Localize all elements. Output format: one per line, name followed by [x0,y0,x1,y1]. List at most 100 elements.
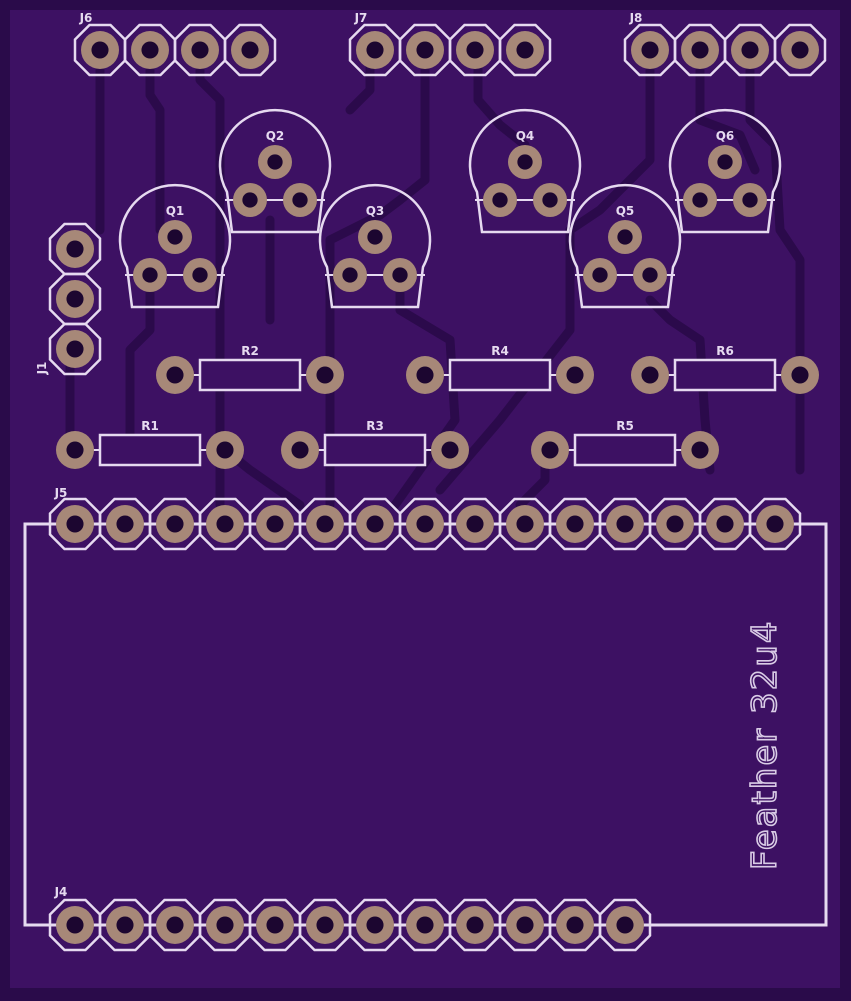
drill-hole [292,192,308,208]
drill-hole [141,41,159,59]
pin-outline [623,23,677,77]
pin-outline [98,898,152,952]
pin-outline [398,898,452,952]
drill-hole [366,41,384,59]
drill-hole [566,916,584,934]
drill-hole [416,41,434,59]
header-label: J5 [54,486,68,500]
drill-hole [541,441,559,459]
transistor-q2: Q2 [218,108,332,234]
resistor-r6: R6 [631,344,819,394]
resistor-r2: R2 [156,344,344,394]
drill-hole [116,916,134,934]
drill-hole [241,41,259,59]
transistor-outline [318,183,432,309]
header-label: J6 [79,11,93,25]
pin-outline [248,898,302,952]
resistor-label: R3 [366,419,384,433]
pin-outline [773,23,827,77]
drill-hole [342,267,358,283]
drill-hole [392,267,408,283]
drill-hole [166,366,184,384]
trace [145,45,165,235]
drill-hole [316,916,334,934]
resistor-body [98,433,202,467]
drill-hole [291,441,309,459]
resistor-r5: R5 [531,419,719,469]
transistor-outline [568,183,682,309]
drill-hole [367,229,383,245]
pin-outline [98,497,152,551]
drill-hole [216,441,234,459]
drill-hole [191,41,209,59]
pin-outline [348,23,402,77]
drill-hole [441,441,459,459]
resistor-label: R6 [716,344,734,358]
drill-hole [316,515,334,533]
drill-hole [617,229,633,245]
resistor-label: R5 [616,419,634,433]
drill-hole [516,41,534,59]
trace [695,45,760,175]
pin-outline [248,497,302,551]
transistor-label: Q6 [716,129,735,143]
pin-outline [398,497,452,551]
trace [745,45,805,475]
drill-hole [267,154,283,170]
pin-outline [223,23,277,77]
drill-hole [66,340,84,358]
pin-outline [498,898,552,952]
drill-hole [66,441,84,459]
drill-hole [166,515,184,533]
transistor-q4: Q4 [468,108,582,234]
drill-hole [516,515,534,533]
header-label: J7 [354,11,368,25]
pin-outline [723,23,777,77]
drill-hole [466,916,484,934]
pin-outline [173,23,227,77]
drill-hole [242,192,258,208]
pin-outline [48,322,102,376]
trace [435,45,655,495]
pin-outline [548,497,602,551]
header-label: J1 [35,362,49,376]
resistor-body [323,433,427,467]
transistor-label: Q5 [616,204,635,218]
drill-hole [791,41,809,59]
pin-outline [748,497,802,551]
pin-outline [73,23,127,77]
drill-hole [192,267,208,283]
drill-hole [517,154,533,170]
drill-hole [791,366,809,384]
pin-outline [598,898,652,952]
drill-hole [66,916,84,934]
pin-outline [198,497,252,551]
pin-outline [148,898,202,952]
drill-hole [642,267,658,283]
pin-outline [298,898,352,952]
drill-hole [691,441,709,459]
pin-outline [298,497,352,551]
resistor-body [673,358,777,392]
resistor-label: R4 [491,344,509,358]
drill-hole [166,916,184,934]
drill-hole [66,515,84,533]
drill-hole [666,515,684,533]
drill-hole [266,515,284,533]
drill-hole [466,41,484,59]
drill-hole [542,192,558,208]
transistor-outline [468,108,582,234]
transistor-q6: Q6 [668,108,782,234]
drill-hole [492,192,508,208]
pin-outline [448,497,502,551]
pin-outline [348,898,402,952]
pin-outline [123,23,177,77]
transistor-outline [668,108,782,234]
resistor-body [448,358,552,392]
drill-hole [641,41,659,59]
drill-hole [716,515,734,533]
drill-hole [216,515,234,533]
drill-hole [692,192,708,208]
